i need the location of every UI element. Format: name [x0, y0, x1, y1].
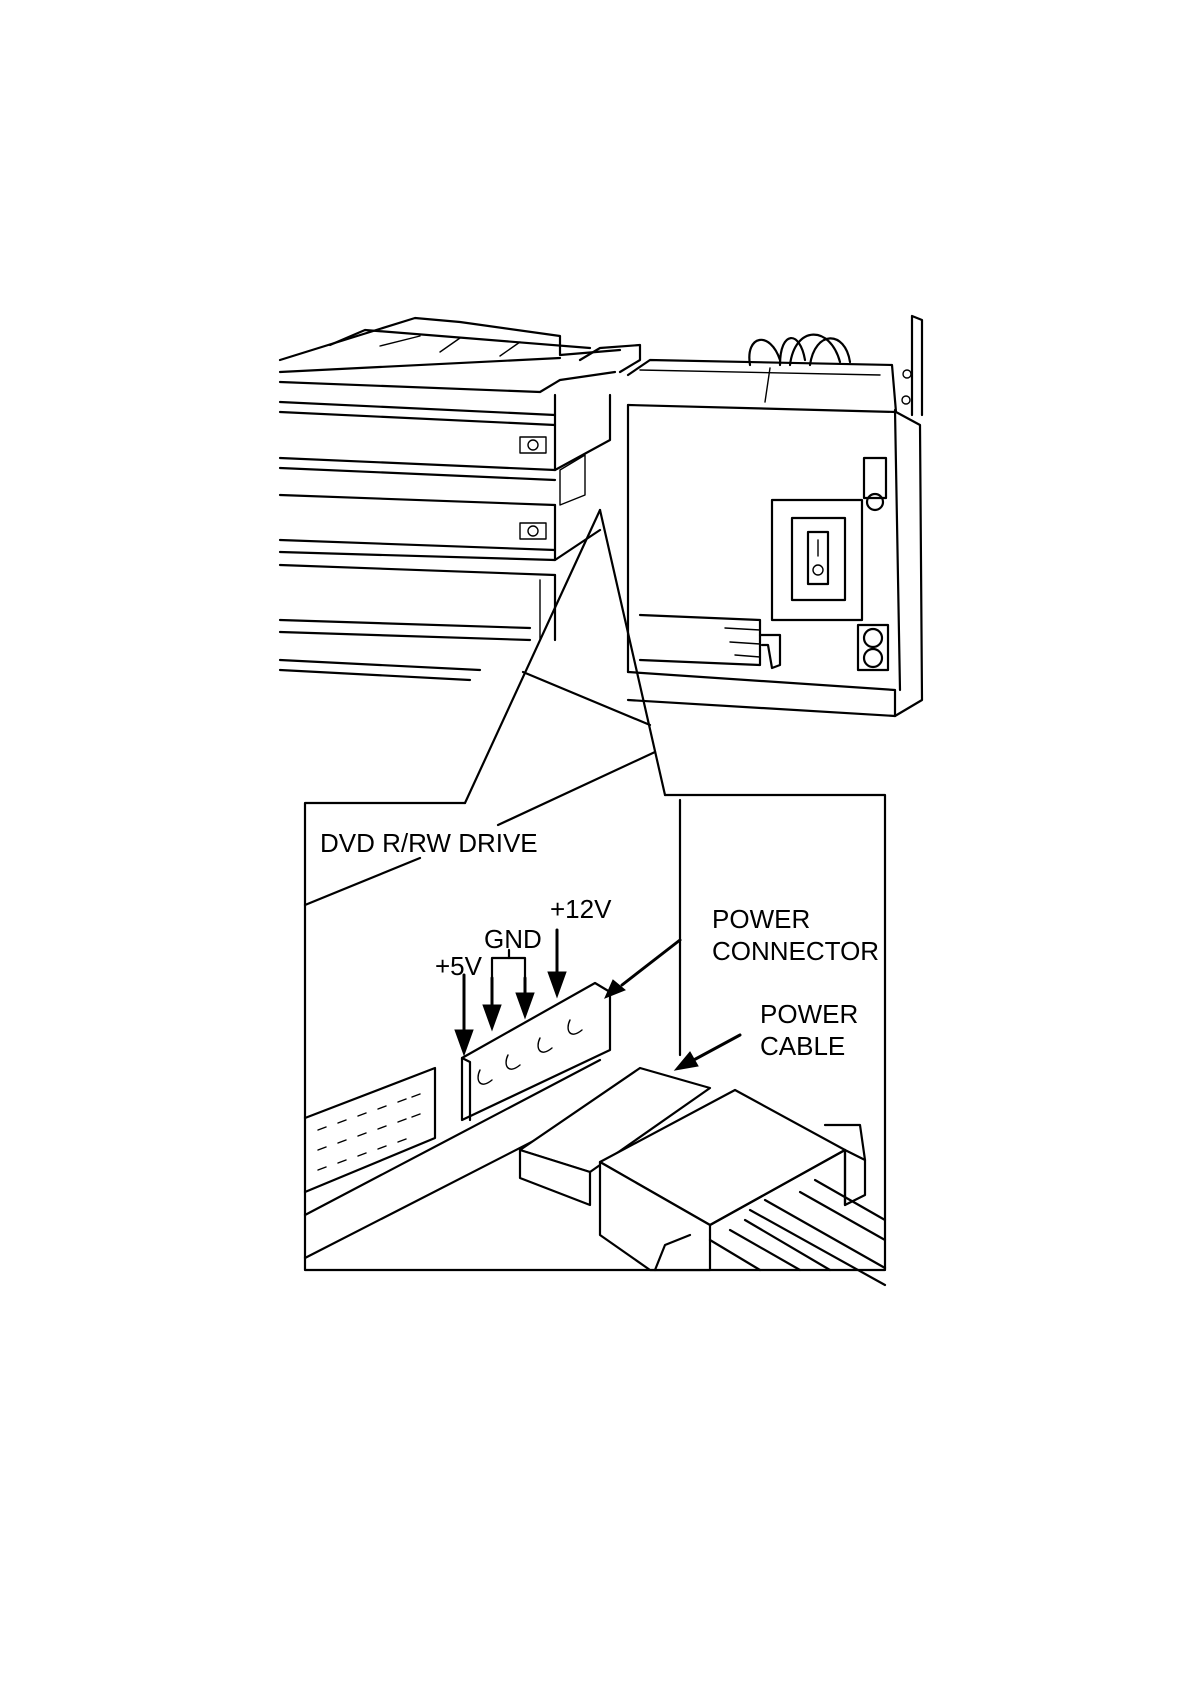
data-connector [305, 1068, 435, 1192]
plus5v-label: +5V [435, 951, 483, 981]
drive-power-connector [462, 983, 610, 1120]
power-cable-label-line2: CABLE [760, 1031, 845, 1061]
power-connector-label-line2: CONNECTOR [712, 936, 879, 966]
plus12v-label: +12V [550, 894, 612, 924]
gnd-label: GND [484, 924, 542, 954]
detail-inset: DVD R/RW DRIVE +12V GND +5V POWER CONNEC… [305, 752, 885, 1285]
power-cable-plug [520, 1068, 885, 1285]
drive-label: DVD R/RW DRIVE [320, 828, 538, 858]
power-cable-label-line1: POWER [760, 999, 858, 1029]
power-connector-label-line1: POWER [712, 904, 810, 934]
